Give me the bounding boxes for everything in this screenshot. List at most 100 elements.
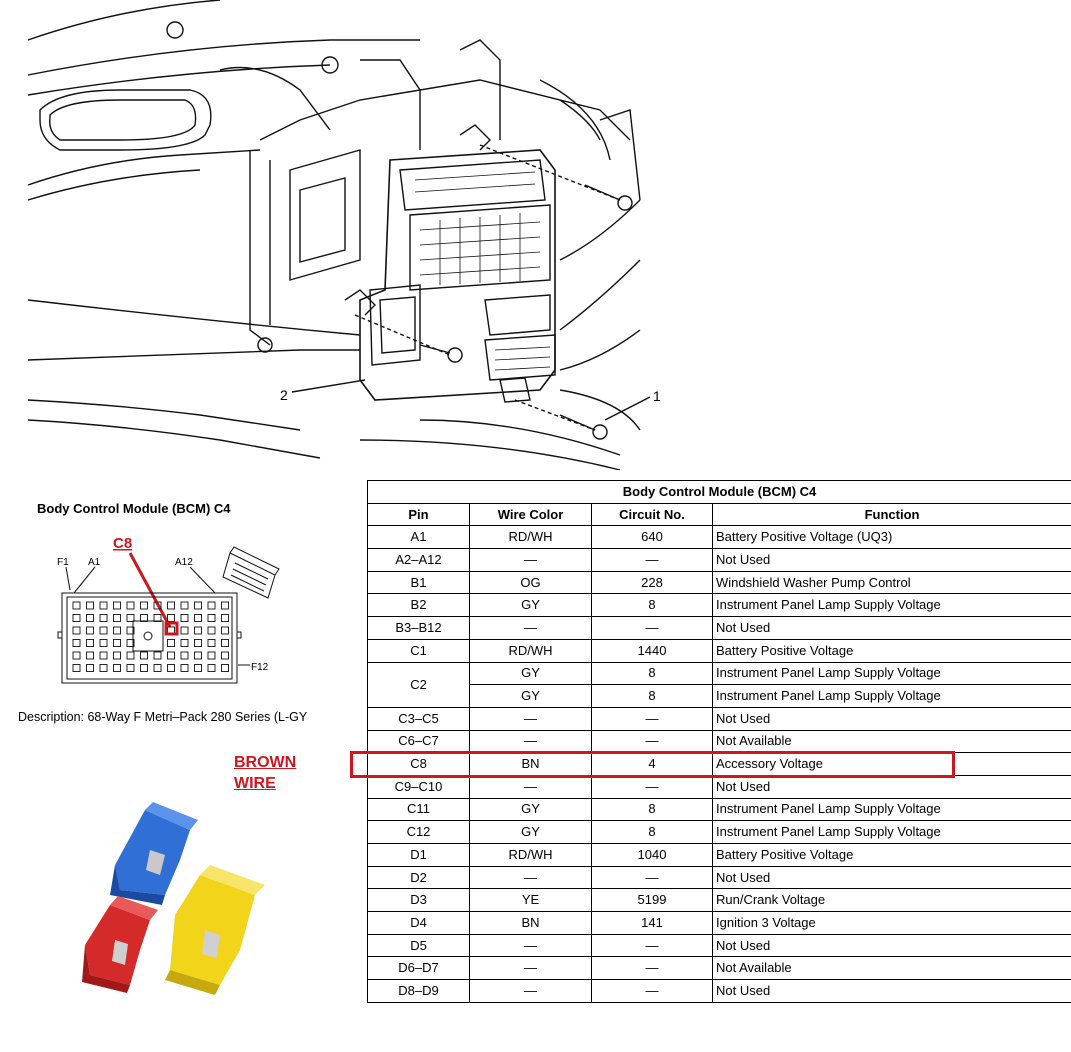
cell-function: Battery Positive Voltage [711,843,1071,867]
header-wire-color: Wire Color [469,502,592,527]
connector-pin [153,601,162,610]
cell-circuit: 1040 [591,843,713,867]
cell-wire-color: GY [469,797,592,822]
cell-wire-color: — [469,548,592,572]
connector-pin [126,651,135,660]
connector-pin [86,614,94,622]
cell-pin: A1 [367,525,470,550]
connector-pin [167,651,175,660]
cell-function: Not Available [711,956,1071,981]
cell-pin: C6–C7 [367,729,470,754]
cell-pin: C9–C10 [367,774,470,799]
cell-wire-color: GY [469,593,592,618]
cell-pin: B3–B12 [367,616,470,640]
cell-function: Instrument Panel Lamp Supply Voltage [711,820,1071,844]
connector-pin [167,639,175,647]
cell-circuit: 1440 [591,638,713,663]
cell-pin: D4 [367,911,470,935]
pin-a12-label: A12 [175,557,193,568]
connector-pin [194,614,202,622]
c8-pointer-line [128,552,172,628]
pin-a1-label: A1 [88,557,101,568]
cell-wire-color: GY [469,661,592,686]
connector-pin [99,626,108,635]
connector-pin [153,614,162,622]
callout-1-label: 1 [653,388,661,404]
cell-circuit: 8 [591,684,713,708]
connector-pin [194,639,202,647]
cell-function: Ignition 3 Voltage [711,911,1071,935]
cell-wire-color: — [469,774,592,799]
connector-pin [153,651,162,660]
connector-pin [207,601,216,610]
connector-pin [72,626,81,635]
connector-pin [140,601,148,610]
header-circuit-no: Circuit No. [591,502,713,527]
connector-pin [167,601,175,610]
connector-pin [221,626,229,635]
connector-pin [207,651,216,660]
cell-function: Battery Positive Voltage (UQ3) [711,525,1071,550]
table-title: Body Control Module (BCM) C4 [366,480,1071,504]
cell-pin: B2 [367,593,470,618]
cell-function: Battery Positive Voltage [711,638,1071,663]
cell-wire-color: — [469,979,592,1003]
connector-pin [99,664,108,672]
yellow-tap [165,865,265,995]
connector-face-diagram: C8 F1 A1 A12 F12 [57,535,280,684]
cell-function: Not Available [711,729,1071,754]
connector-pin [167,664,175,672]
cell-wire-color: RD/WH [469,525,592,550]
connector-pin [113,639,121,647]
connector-pin [126,601,135,610]
connector-pin [194,651,202,660]
cell-circuit: — [591,616,713,640]
cell-function: Not Used [711,865,1071,890]
cell-function: Instrument Panel Lamp Supply Voltage [711,593,1071,618]
cell-wire-color: BN [469,911,592,935]
cell-pin: D1 [367,843,470,867]
connector-pin [86,639,94,647]
cell-circuit: — [591,933,713,958]
cell-circuit: — [591,774,713,799]
cell-pin: A2–A12 [367,548,470,572]
connector-pin [207,664,216,672]
connector-pin [221,614,229,622]
cell-function: Windshield Washer Pump Control [711,570,1071,595]
cell-function: Not Used [711,706,1071,731]
header-pin: Pin [367,502,470,527]
connector-pin [126,614,135,622]
cell-function: Run/Crank Voltage [711,888,1071,913]
table-row: B3–B12——Not Used [367,616,1071,640]
connector-pin [86,651,94,660]
connector-pin-grid [72,601,229,672]
connector-pin [99,614,108,622]
connector-pin [99,651,108,660]
cell-circuit: 5199 [591,888,713,913]
connector-pin [207,614,216,622]
connector-pin [180,626,189,635]
connector-pin [72,664,81,672]
cell-pin: D2 [367,865,470,890]
cell-circuit: 141 [591,911,713,935]
connector-title: Body Control Module (BCM) C4 [37,501,231,516]
connector-pin [194,626,202,635]
connector-pin [72,639,81,647]
brown-wire-annotation: BROWN WIRE [234,752,296,794]
connector-pin [180,664,189,672]
cell-circuit: — [591,865,713,890]
connector-pin [113,601,121,610]
cell-circuit: 8 [591,797,713,822]
connector-pin [126,639,135,647]
connector-pin [180,651,189,660]
wire-tap-connectors-photo [82,802,265,995]
c8-label: C8 [113,535,132,552]
cell-pin: C1 [367,638,470,663]
header-function: Function [711,502,1071,527]
